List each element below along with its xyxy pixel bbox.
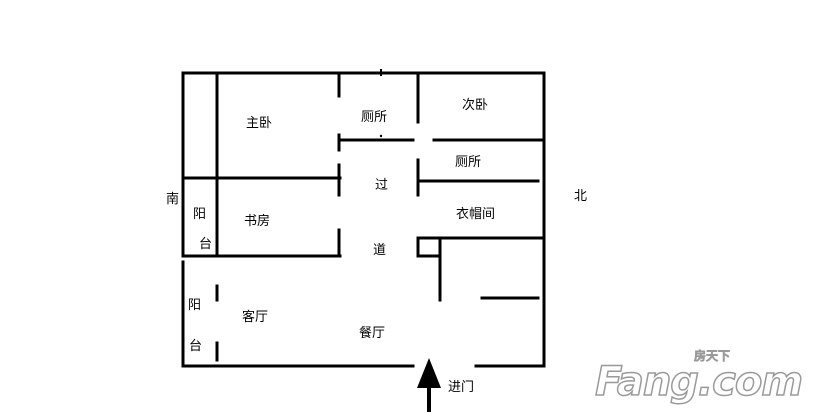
room-hall-1: 过 [375,178,389,193]
room-balcony-1-b: 台 [199,237,213,252]
room-dining-room: 餐厅 [359,326,386,341]
room-master-bedroom: 主卧 [246,116,273,131]
entrance-arrow-head [417,358,441,388]
entrance-label: 进门 [448,380,475,395]
watermark-cn: 房天下 [693,349,731,364]
room-second-bedroom: 次卧 [462,98,489,113]
watermark-main: Fang.com [594,358,803,406]
room-cloakroom: 衣帽间 [456,207,496,222]
room-hall-2: 道 [373,243,387,258]
direction-south: 南 [166,192,180,207]
room-balcony-1-a: 阳 [193,207,207,222]
room-study: 书房 [244,214,271,229]
wall-dot [379,134,383,138]
direction-north: 北 [574,189,588,204]
room-balcony-2-b: 台 [189,339,203,354]
room-living-room: 客厅 [242,310,269,325]
room-toilet-1: 厕所 [361,110,388,125]
room-balcony-2-a: 阳 [188,298,202,313]
watermark: 房天下 Fang.com [594,349,803,406]
room-toilet-2: 厕所 [455,155,482,170]
